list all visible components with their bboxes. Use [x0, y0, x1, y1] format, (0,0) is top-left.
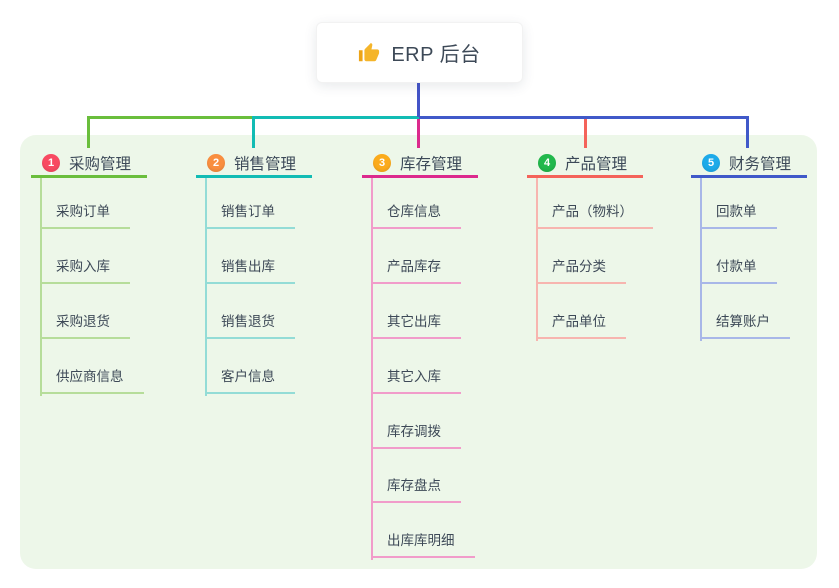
branch-number-badge: 5 [702, 153, 720, 172]
child-node[interactable]: 采购订单 [40, 202, 130, 229]
mindmap-panel [20, 135, 817, 569]
root-connector-line [417, 83, 420, 117]
child-node[interactable]: 采购退货 [40, 312, 130, 339]
branch-connector-drop [87, 116, 90, 148]
branch-node-3[interactable]: 3 库存管理 [362, 150, 478, 178]
child-node[interactable]: 回款单 [700, 202, 777, 229]
child-node[interactable]: 其它入库 [371, 367, 461, 394]
root-node[interactable]: ERP 后台 [316, 22, 523, 83]
child-node[interactable]: 付款单 [700, 257, 777, 284]
child-node[interactable]: 产品单位 [536, 312, 626, 339]
child-node[interactable]: 销售出库 [205, 257, 295, 284]
branch-connector-drop [746, 116, 749, 148]
child-node[interactable]: 库存盘点 [371, 476, 461, 503]
connector-rail-segment [87, 116, 253, 119]
branch-number-badge: 2 [207, 153, 225, 172]
child-node[interactable]: 销售订单 [205, 202, 295, 229]
branch-node-label: 库存管理 [400, 155, 463, 173]
child-node[interactable]: 销售退货 [205, 312, 295, 339]
branch-node-2[interactable]: 2 销售管理 [196, 150, 312, 178]
child-node[interactable]: 其它出库 [371, 312, 461, 339]
child-node[interactable]: 库存调拨 [371, 422, 461, 449]
root-node-label: ERP 后台 [391, 44, 481, 66]
child-node[interactable]: 产品（物料） [536, 202, 653, 229]
child-trunk-line [536, 178, 538, 341]
child-node[interactable]: 产品分类 [536, 257, 626, 284]
child-trunk-line [371, 178, 373, 560]
branch-number-badge: 4 [538, 153, 556, 172]
branch-number-badge: 1 [42, 153, 60, 172]
child-node[interactable]: 出库库明细 [371, 531, 475, 558]
child-trunk-line [205, 178, 207, 396]
branch-node-5[interactable]: 5 财务管理 [691, 150, 807, 178]
child-node[interactable]: 仓库信息 [371, 202, 461, 229]
branch-connector-drop [584, 119, 587, 148]
branch-node-4[interactable]: 4 产品管理 [527, 150, 643, 178]
thumbs-up-icon [358, 42, 380, 64]
child-node[interactable]: 采购入库 [40, 257, 130, 284]
branch-node-label: 财务管理 [729, 155, 792, 173]
branch-number-badge: 3 [373, 153, 391, 172]
branch-node-label: 采购管理 [69, 155, 132, 173]
branch-node-1[interactable]: 1 采购管理 [31, 150, 147, 178]
child-node[interactable]: 供应商信息 [40, 367, 144, 394]
connector-rail-segment [253, 116, 419, 119]
branch-node-label: 产品管理 [565, 155, 628, 173]
child-node[interactable]: 产品库存 [371, 257, 461, 284]
branch-connector-drop [417, 119, 420, 148]
branch-node-label: 销售管理 [234, 155, 297, 173]
child-node[interactable]: 客户信息 [205, 367, 295, 394]
child-trunk-line [700, 178, 702, 341]
child-node[interactable]: 结算账户 [700, 312, 790, 339]
connector-rail-segment [419, 116, 749, 119]
branch-connector-drop [252, 116, 255, 148]
child-trunk-line [40, 178, 42, 396]
